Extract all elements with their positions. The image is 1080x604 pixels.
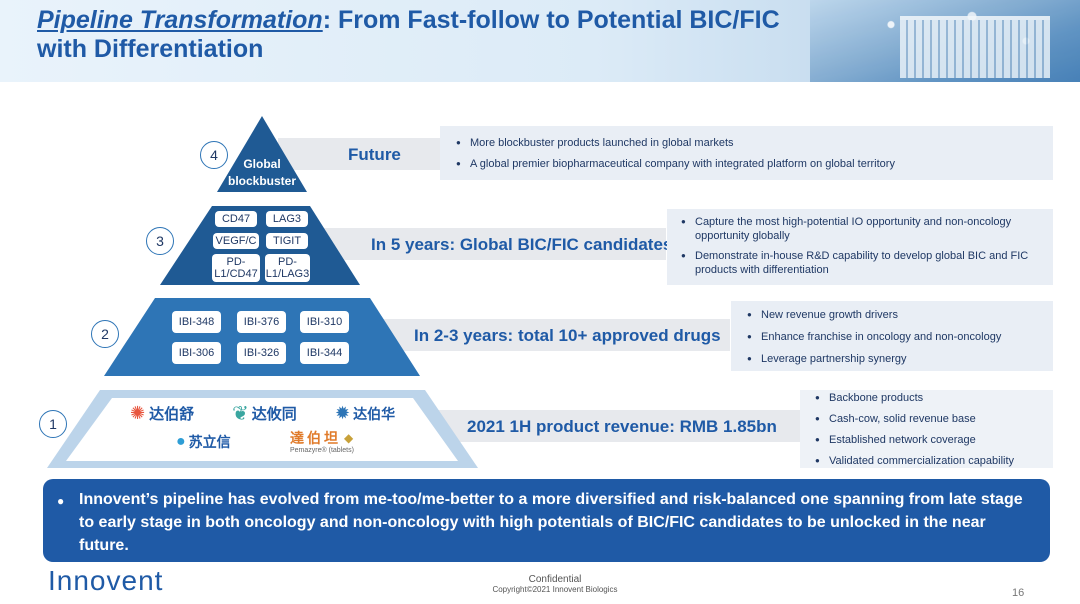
product-name: 達伯坦 — [290, 430, 341, 446]
product-logo-pemazyre: 達伯坦 ◆ Pemazyre® (tablets) — [290, 428, 354, 454]
band-tier-3 — [300, 228, 666, 260]
product-logo-halpryza: ✹ 达伯华 — [335, 403, 395, 424]
tier-4-label: Future — [348, 145, 401, 164]
bullet-item: Validated commercialization capability — [813, 454, 1053, 468]
innovent-logo: Innovent — [48, 565, 164, 596]
product-logo-sulinno: ● 苏立信 — [176, 432, 231, 452]
bullet-item: More blockbuster products launched in gl… — [454, 136, 1053, 150]
summary-banner: ● Innovent’s pipeline has evolved from m… — [43, 479, 1050, 562]
page-number: 16 — [1012, 587, 1025, 599]
band-tier-4 — [278, 138, 440, 170]
target-box: CD47 — [215, 211, 257, 227]
leaf-icon: ❦ — [232, 403, 249, 425]
confidential-label: Confidential — [528, 574, 582, 585]
product-logo-tyvyt: ✺ 达伯舒 — [130, 403, 194, 424]
target-box: PD-L1/LAG3 — [265, 254, 310, 282]
bullet-item: Cash-cow, solid revenue base — [813, 412, 1053, 426]
sunburst-icon: ✺ — [130, 403, 146, 423]
product-name: 达攸同 — [251, 406, 297, 423]
tier-1-bullets: Backbone products Cash-cow, solid revenu… — [800, 390, 1053, 468]
tier-4-bullets: More blockbuster products launched in gl… — [440, 126, 1053, 180]
product-subtitle: Pemazyre® (tablets) — [290, 447, 354, 454]
drug-box: IBI-376 — [237, 311, 286, 333]
pyramid-tier-1-inner — [66, 398, 458, 461]
bullet-item: Leverage partnership synergy — [745, 352, 1053, 366]
tier-2-label: In 2-3 years: total 10+ approved drugs — [414, 326, 721, 345]
pyramid-tier-4-shape — [217, 116, 307, 192]
slide-title: Pipeline Transformation: From Fast-follo… — [37, 6, 797, 64]
band-tier-2 — [350, 319, 730, 351]
pyramid-tier-3-shape — [160, 206, 360, 285]
bullet-dot: ● — [57, 494, 65, 508]
diamond-icon: ◆ — [344, 431, 354, 445]
tier-4-number: 4 — [200, 141, 228, 169]
target-box: TIGIT — [266, 233, 308, 249]
tier-2-bullets: New revenue growth drivers Enhance franc… — [731, 301, 1053, 371]
tier-3-label: In 5 years: Global BIC/FIC candidates — [371, 235, 673, 254]
bullet-item: Demonstrate in-house R&D capability to d… — [679, 249, 1053, 277]
pyramid-tier-2-shape — [104, 298, 420, 376]
bullet-item: Capture the most high-potential IO oppor… — [679, 215, 1053, 243]
tier-2-number: 2 — [91, 320, 119, 348]
burst-icon: ✹ — [335, 403, 351, 423]
drug-box: IBI-306 — [172, 342, 221, 364]
drug-box: IBI-310 — [300, 311, 349, 333]
title-rest: : From Fast-follow to Potential BIC/FIC … — [37, 6, 780, 63]
title-emphasis: Pipeline Transformation — [37, 6, 323, 34]
product-name: 苏立信 — [188, 434, 231, 450]
building-illustration — [900, 16, 1050, 78]
drug-box: IBI-348 — [172, 311, 221, 333]
target-box: LAG3 — [266, 211, 308, 227]
bullet-item: A global premier biopharmaceutical compa… — [454, 157, 1053, 171]
band-tier-1 — [430, 410, 800, 442]
bullet-item: Backbone products — [813, 391, 1053, 405]
drug-box: IBI-344 — [300, 342, 349, 364]
bullet-item: Enhance franchise in oncology and non-on… — [745, 330, 1053, 344]
tier-1-label: 2021 1H product revenue: RMB 1.85bn — [467, 417, 777, 436]
tier-1-number: 1 — [39, 410, 67, 438]
footer-center: Confidential Copyright©2021 Innovent Bio… — [480, 574, 630, 594]
target-box: VEGF/C — [213, 233, 259, 249]
drug-box: IBI-326 — [237, 342, 286, 364]
product-name: 达伯华 — [353, 405, 396, 422]
bullet-item: New revenue growth drivers — [745, 308, 1053, 322]
copyright-text: Copyright©2021 Innovent Biologics — [492, 585, 618, 594]
tier-3-bullets: Capture the most high-potential IO oppor… — [667, 209, 1053, 285]
summary-text: Innovent’s pipeline has evolved from me-… — [79, 491, 1023, 554]
product-logo-byvasda: ❦ 达攸同 — [232, 401, 297, 426]
product-name: 达伯舒 — [149, 406, 195, 423]
tier-4-pyramid-text: Global blockbuster — [227, 157, 296, 188]
bullet-item: Established network coverage — [813, 433, 1053, 447]
tier-3-number: 3 — [146, 227, 174, 255]
globe-icon: ● — [176, 433, 186, 450]
target-box: PD-L1/CD47 — [212, 254, 260, 282]
slide-header — [0, 0, 1080, 82]
